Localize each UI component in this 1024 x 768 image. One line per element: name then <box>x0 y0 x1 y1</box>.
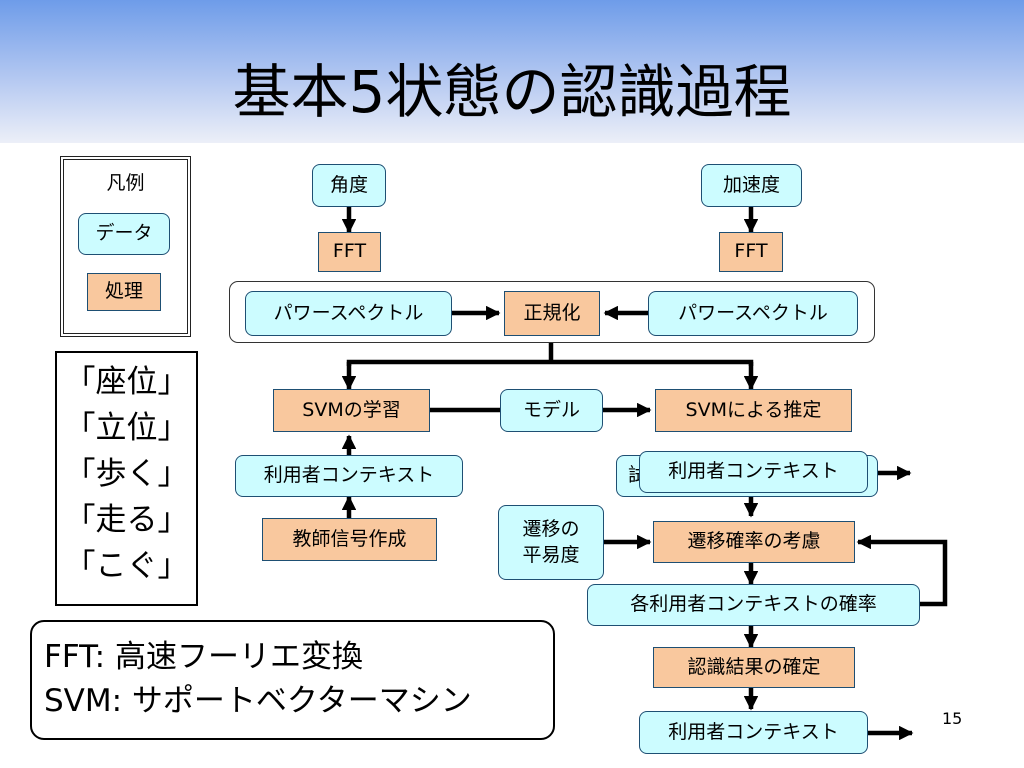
node-power-spectrum-left: パワースペクトル <box>245 291 452 336</box>
node-teacher-signal: 教師信号作成 <box>262 518 437 561</box>
state-sitting: 「座位」 <box>64 364 189 400</box>
slide-title: 基本5状態の認識過程 <box>232 58 792 126</box>
states-panel <box>55 351 198 606</box>
node-acceleration: 加速度 <box>701 164 802 207</box>
legend-title: 凡例 <box>106 172 145 194</box>
node-power-spectrum-right: パワースペクトル <box>648 291 858 336</box>
legend-panel <box>60 156 191 337</box>
node-svm-learning: SVMの学習 <box>273 389 430 432</box>
legend-process-box: 処理 <box>87 273 161 311</box>
node-each-context-probability: 各利用者コンテキストの確率 <box>587 584 920 626</box>
node-normalize: 正規化 <box>504 291 600 336</box>
node-confirm-result: 認識結果の確定 <box>653 647 855 688</box>
node-fft-left: FFT <box>318 232 381 272</box>
state-running: 「走る」 <box>64 502 189 538</box>
abbr-fft: FFT: 高速フーリエ変換 <box>44 639 363 675</box>
state-standing: 「立位」 <box>64 410 189 446</box>
title-banner <box>0 0 1024 143</box>
node-transition-probability: 遷移確率の考慮 <box>653 521 855 563</box>
arrow-feedback-loop <box>856 534 948 607</box>
state-pedaling: 「こぐ」 <box>64 548 189 584</box>
node-svm-estimation: SVMによる推定 <box>655 389 852 432</box>
node-model: モデル <box>500 389 603 432</box>
node-user-context-final: 利用者コンテキスト <box>639 711 868 754</box>
legend-data-box: データ <box>78 213 170 255</box>
abbreviations-panel <box>30 620 555 740</box>
node-user-context-mid: 利用者コンテキスト <box>639 451 868 493</box>
line-split-bar <box>346 359 754 366</box>
abbr-svm: SVM: サポートベクターマシン <box>44 683 472 719</box>
node-angle: 角度 <box>312 164 386 207</box>
page-number: 15 <box>942 709 963 728</box>
node-fft-right: FFT <box>719 232 783 272</box>
node-user-context-left: 利用者コンテキスト <box>235 455 463 497</box>
state-walking: 「歩く」 <box>64 456 189 492</box>
node-transition-ease: 遷移の 平易度 <box>498 505 604 580</box>
